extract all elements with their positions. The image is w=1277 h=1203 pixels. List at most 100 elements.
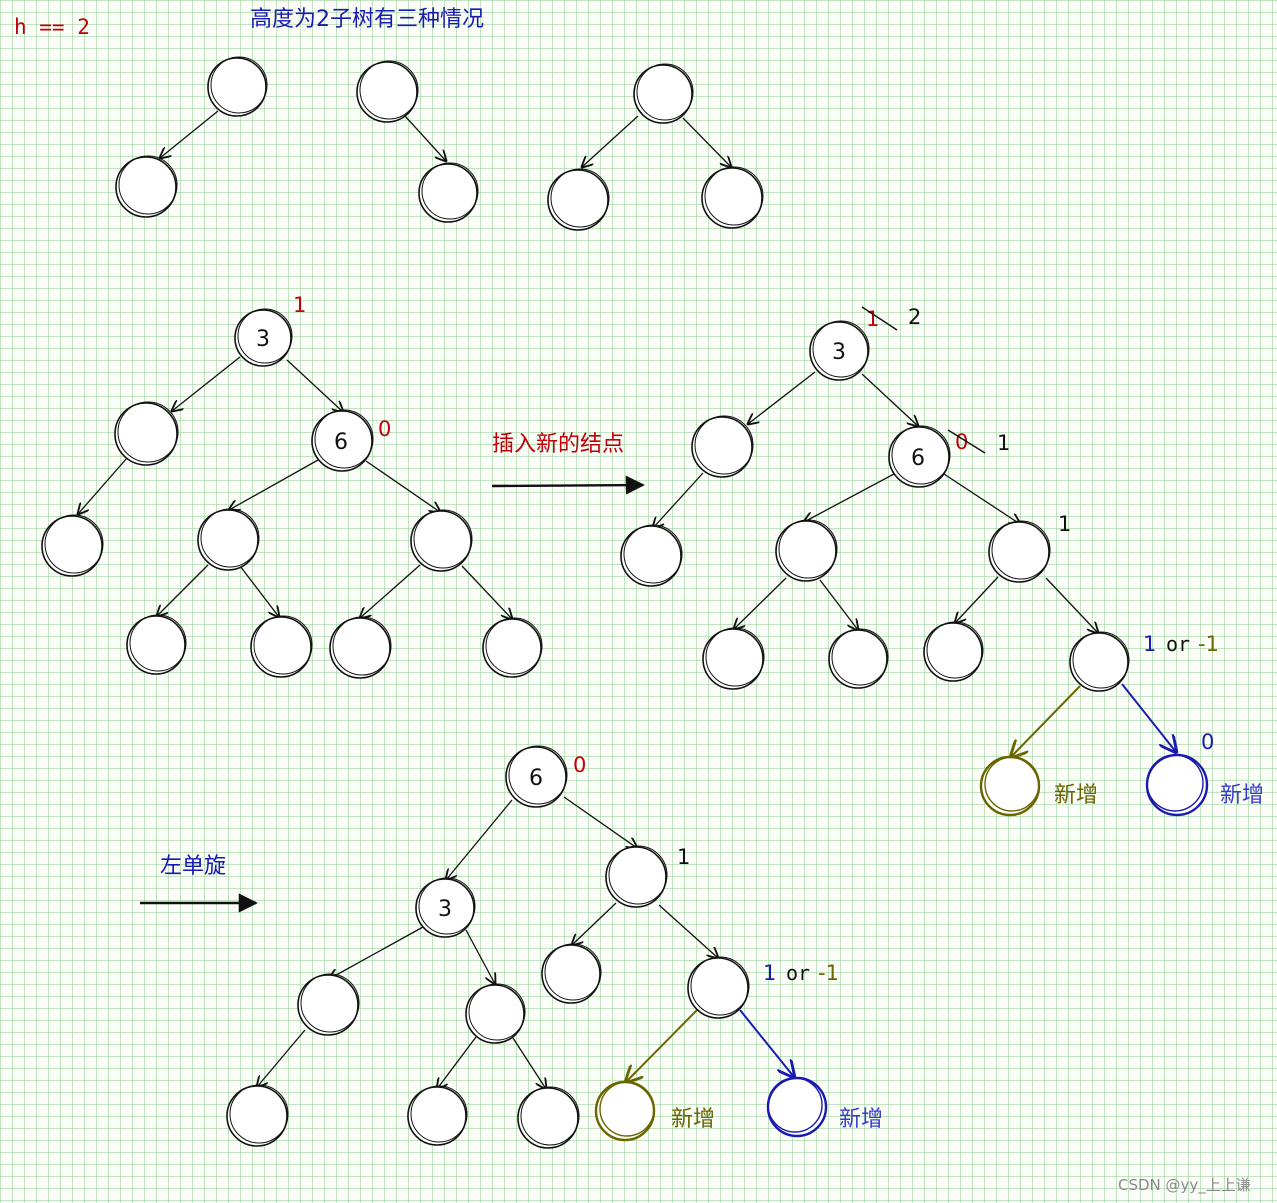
- node-sketch-stroke: [118, 155, 178, 215]
- balance-factor-root-old: 1: [866, 307, 879, 331]
- balance-factor-root-new: 2: [908, 305, 921, 329]
- node-sketch-stroke: [991, 520, 1051, 580]
- tree-node: [297, 974, 359, 1036]
- tree-node: [505, 746, 567, 808]
- tree-node: [691, 416, 753, 478]
- balance-factor-leaf-b: -1: [818, 961, 839, 985]
- tree-node: [410, 510, 472, 572]
- tree-node: [517, 1087, 579, 1149]
- edge: [512, 1037, 546, 1089]
- edge: [446, 799, 513, 880]
- tree-node: [407, 1086, 467, 1146]
- tree-node: [418, 163, 478, 223]
- tree-node: [126, 615, 186, 675]
- case-both-children: [547, 63, 764, 231]
- balance-factor-leaf-a: 1: [763, 961, 776, 985]
- node-sketch-stroke: [704, 166, 764, 226]
- or-word: or: [786, 961, 810, 985]
- edge-new-right: [1121, 683, 1176, 752]
- node-sketch-stroke: [520, 1086, 580, 1146]
- edge: [404, 115, 446, 161]
- edge: [582, 115, 639, 167]
- tree-node: [197, 509, 259, 571]
- tree-node: [250, 616, 312, 678]
- node-label-three: 3: [256, 327, 270, 352]
- node-label-three: 3: [832, 340, 846, 365]
- node-sketch-stroke: [418, 877, 476, 935]
- node-sketch-stroke: [984, 756, 1040, 812]
- tree-node: [482, 618, 542, 678]
- edge: [286, 359, 343, 412]
- tree-node: [547, 169, 609, 231]
- edge: [437, 1036, 477, 1089]
- strike-through: [861, 306, 898, 331]
- tree-node: [234, 309, 292, 367]
- case-left-child: [115, 56, 268, 218]
- balance-factor-leaf-b: -1: [1198, 632, 1219, 656]
- new-node-label-blue: 新增: [1220, 783, 1264, 808]
- new-node-olive: [979, 755, 1041, 817]
- edge: [239, 565, 279, 617]
- insert-arrow: [491, 475, 645, 495]
- edge: [819, 579, 858, 630]
- node-sketch-stroke: [129, 614, 187, 672]
- edge: [257, 1029, 306, 1087]
- tree-node: [828, 629, 888, 689]
- new-node-label-olive: 新增: [671, 1107, 715, 1132]
- edge-new-right: [739, 1009, 794, 1077]
- tree-node: [888, 426, 950, 488]
- edge: [658, 904, 718, 958]
- tree-node: [41, 515, 103, 577]
- tree-node: [687, 957, 749, 1019]
- tree-node: [775, 520, 837, 582]
- node-sketch-stroke: [413, 509, 473, 569]
- node-label-six: 6: [911, 446, 925, 471]
- node-sketch-stroke: [1072, 631, 1130, 689]
- new-node-blue: [1145, 753, 1209, 817]
- tree-node: [620, 525, 682, 587]
- node-sketch-stroke: [831, 628, 889, 686]
- tree-node: [356, 61, 418, 123]
- edge: [682, 117, 731, 167]
- node-label-three: 3: [438, 897, 452, 922]
- tree-before-insert: 3 6 1 0: [41, 293, 543, 679]
- tree-node: [465, 984, 525, 1044]
- edge: [365, 460, 440, 512]
- edge: [157, 564, 209, 616]
- tree-node: [114, 402, 178, 466]
- edge: [465, 929, 495, 984]
- balance-factor-six: 0: [378, 417, 391, 441]
- edge: [160, 110, 219, 158]
- tree-node: [311, 410, 373, 472]
- tree-node: [226, 1085, 288, 1147]
- tree-node: [415, 878, 475, 938]
- tree-node: [115, 156, 177, 218]
- edge: [78, 457, 128, 514]
- edge: [461, 565, 512, 619]
- balance-factor-root: 1: [293, 293, 306, 317]
- node-sketch-stroke: [44, 514, 104, 574]
- page-title: 高度为2子树有三种情况: [250, 7, 484, 32]
- balance-factor-right: 1: [677, 845, 690, 869]
- node-sketch-stroke: [1146, 754, 1204, 812]
- edge: [1045, 577, 1098, 633]
- edge: [329, 926, 424, 979]
- node-sketch-stroke: [608, 845, 668, 905]
- tree-node: [605, 846, 667, 908]
- edge: [804, 473, 895, 522]
- node-sketch-stroke: [359, 60, 419, 120]
- edge: [653, 472, 704, 528]
- node-sketch-stroke: [485, 617, 543, 675]
- node-sketch-stroke: [421, 162, 479, 220]
- edge: [748, 371, 816, 424]
- node-sketch-stroke: [812, 320, 870, 378]
- tree-after-rotation: 6 3 0 1 1 or -1 新增 新增: [226, 745, 883, 1149]
- edge: [734, 577, 787, 629]
- strike-through: [947, 429, 986, 454]
- tree-node: [541, 944, 601, 1004]
- new-node-label-blue: 新增: [839, 1107, 883, 1132]
- balance-factor-right: 1: [1058, 512, 1071, 536]
- node-sketch-stroke: [314, 409, 374, 469]
- balance-factor-root: 0: [573, 753, 586, 777]
